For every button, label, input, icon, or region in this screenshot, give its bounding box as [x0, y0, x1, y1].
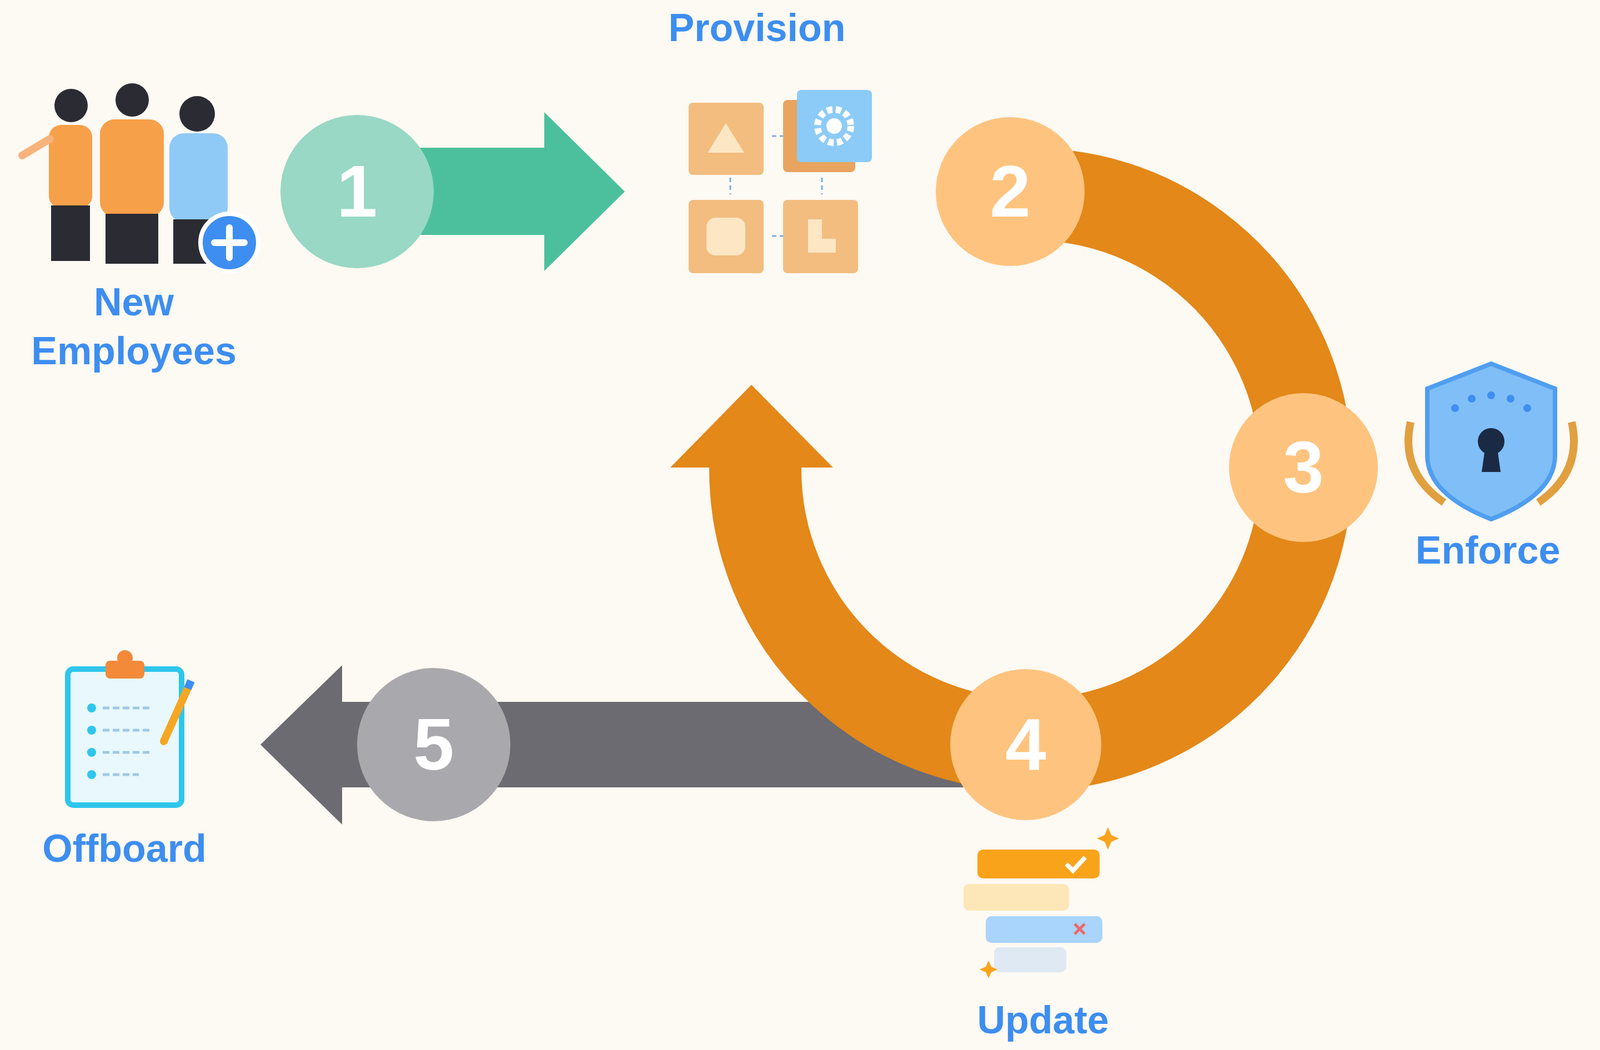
step-circle: 2 [935, 117, 1085, 267]
stage-label: New Employees [3, 278, 265, 376]
stage-label: Enforce [1387, 526, 1588, 576]
people-icon [22, 83, 259, 272]
stage-label: Update [931, 996, 1155, 1046]
step-circle: 5 [357, 668, 511, 822]
provision-icon [688, 89, 872, 274]
step-number: 3 [1282, 430, 1324, 505]
step-number: 2 [989, 154, 1031, 229]
step-number: 5 [413, 708, 454, 782]
step-circle: 4 [950, 669, 1102, 821]
clipboard-icon [67, 650, 192, 806]
stage-label: Provision [590, 3, 924, 53]
step-circle: 3 [1229, 393, 1378, 543]
stage-label: Offboard [13, 824, 236, 874]
step-number: 4 [1005, 708, 1046, 782]
step-circle: 1 [280, 114, 434, 269]
shield-icon [1408, 363, 1574, 520]
update-icon [963, 827, 1120, 979]
cycle-arrow [670, 193, 1307, 745]
step-number: 1 [336, 154, 378, 229]
